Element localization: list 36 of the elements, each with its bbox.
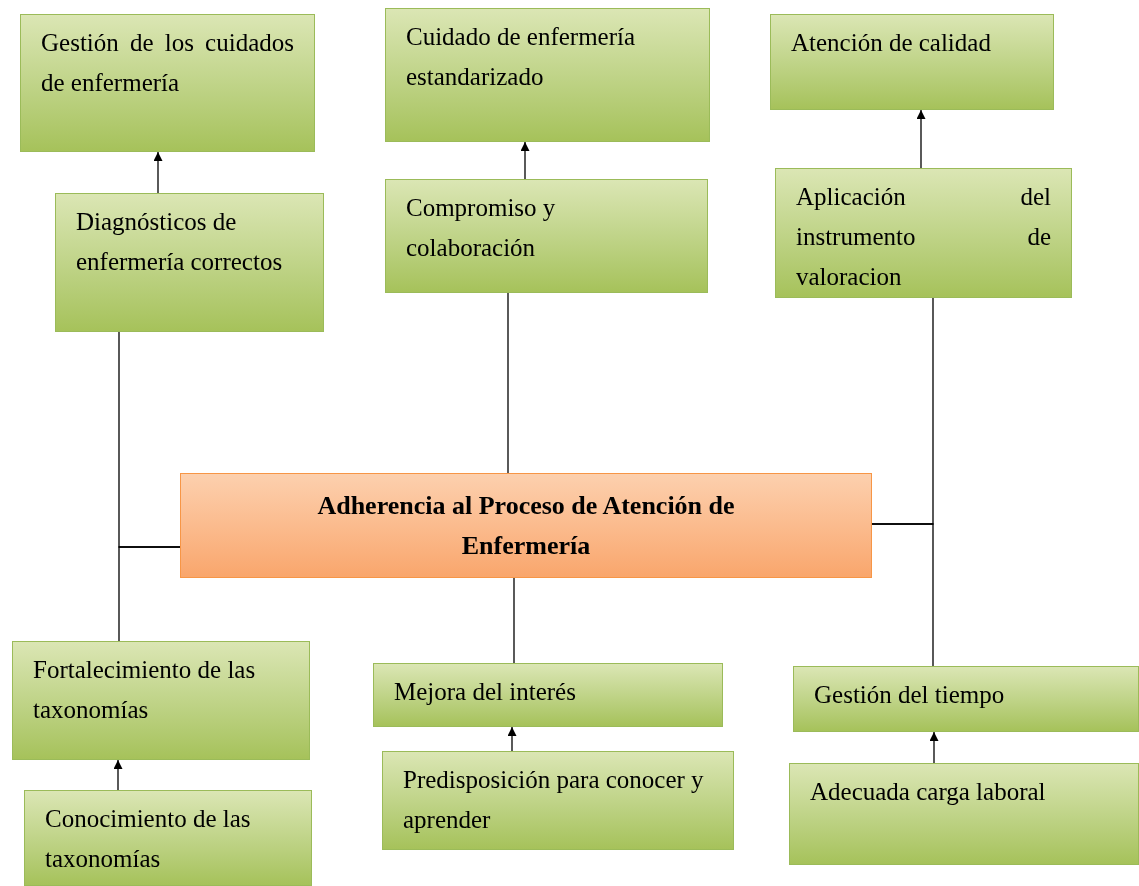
concept-box [20, 14, 315, 152]
concept-text: Fortalecimiento de las taxonomías [33, 655, 257, 725]
concept-box [775, 168, 1072, 298]
concept-text: Predisposición para conocer y aprender [403, 765, 705, 835]
connector-line [507, 292, 509, 474]
arrow [113, 759, 123, 791]
concept-text: Compromiso y colaboración [406, 193, 557, 263]
concept-box [385, 8, 710, 142]
concept-box [793, 666, 1139, 732]
concept-text: Adecuada carga laboral [810, 777, 1047, 807]
concept-text: Aplicación del instrumento de valoracion [796, 182, 1051, 292]
concept-text: Gestión de los cuidados de enfermería [41, 28, 294, 98]
arrow [507, 726, 517, 752]
concept-box [770, 14, 1054, 110]
concept-text: Gestión del tiempo [814, 680, 1006, 710]
connector-line [118, 546, 181, 642]
concept-box [12, 641, 310, 760]
central-concept-box [180, 473, 872, 578]
arrow [929, 731, 939, 764]
concept-text: Adherencia al Proceso de Atención de Enfermería [316, 489, 736, 562]
connector-line [513, 577, 515, 664]
arrow [153, 151, 163, 194]
concept-box [55, 193, 324, 332]
connector-line [871, 523, 934, 667]
concept-text: Cuidado de enfermería estandarizado [406, 22, 637, 92]
concept-box [789, 763, 1139, 865]
concept-text: Diagnósticos de enfermería correctos [76, 207, 284, 277]
concept-box [385, 179, 708, 293]
arrow [916, 109, 926, 169]
concept-text: Atención de calidad [791, 28, 992, 58]
concept-text: Conocimiento de las taxonomías [45, 804, 252, 874]
concept-box [382, 751, 734, 850]
concept-text: Mejora del interés [394, 677, 577, 707]
concept-box [24, 790, 312, 886]
concept-box [373, 663, 723, 727]
arrow [520, 141, 530, 180]
